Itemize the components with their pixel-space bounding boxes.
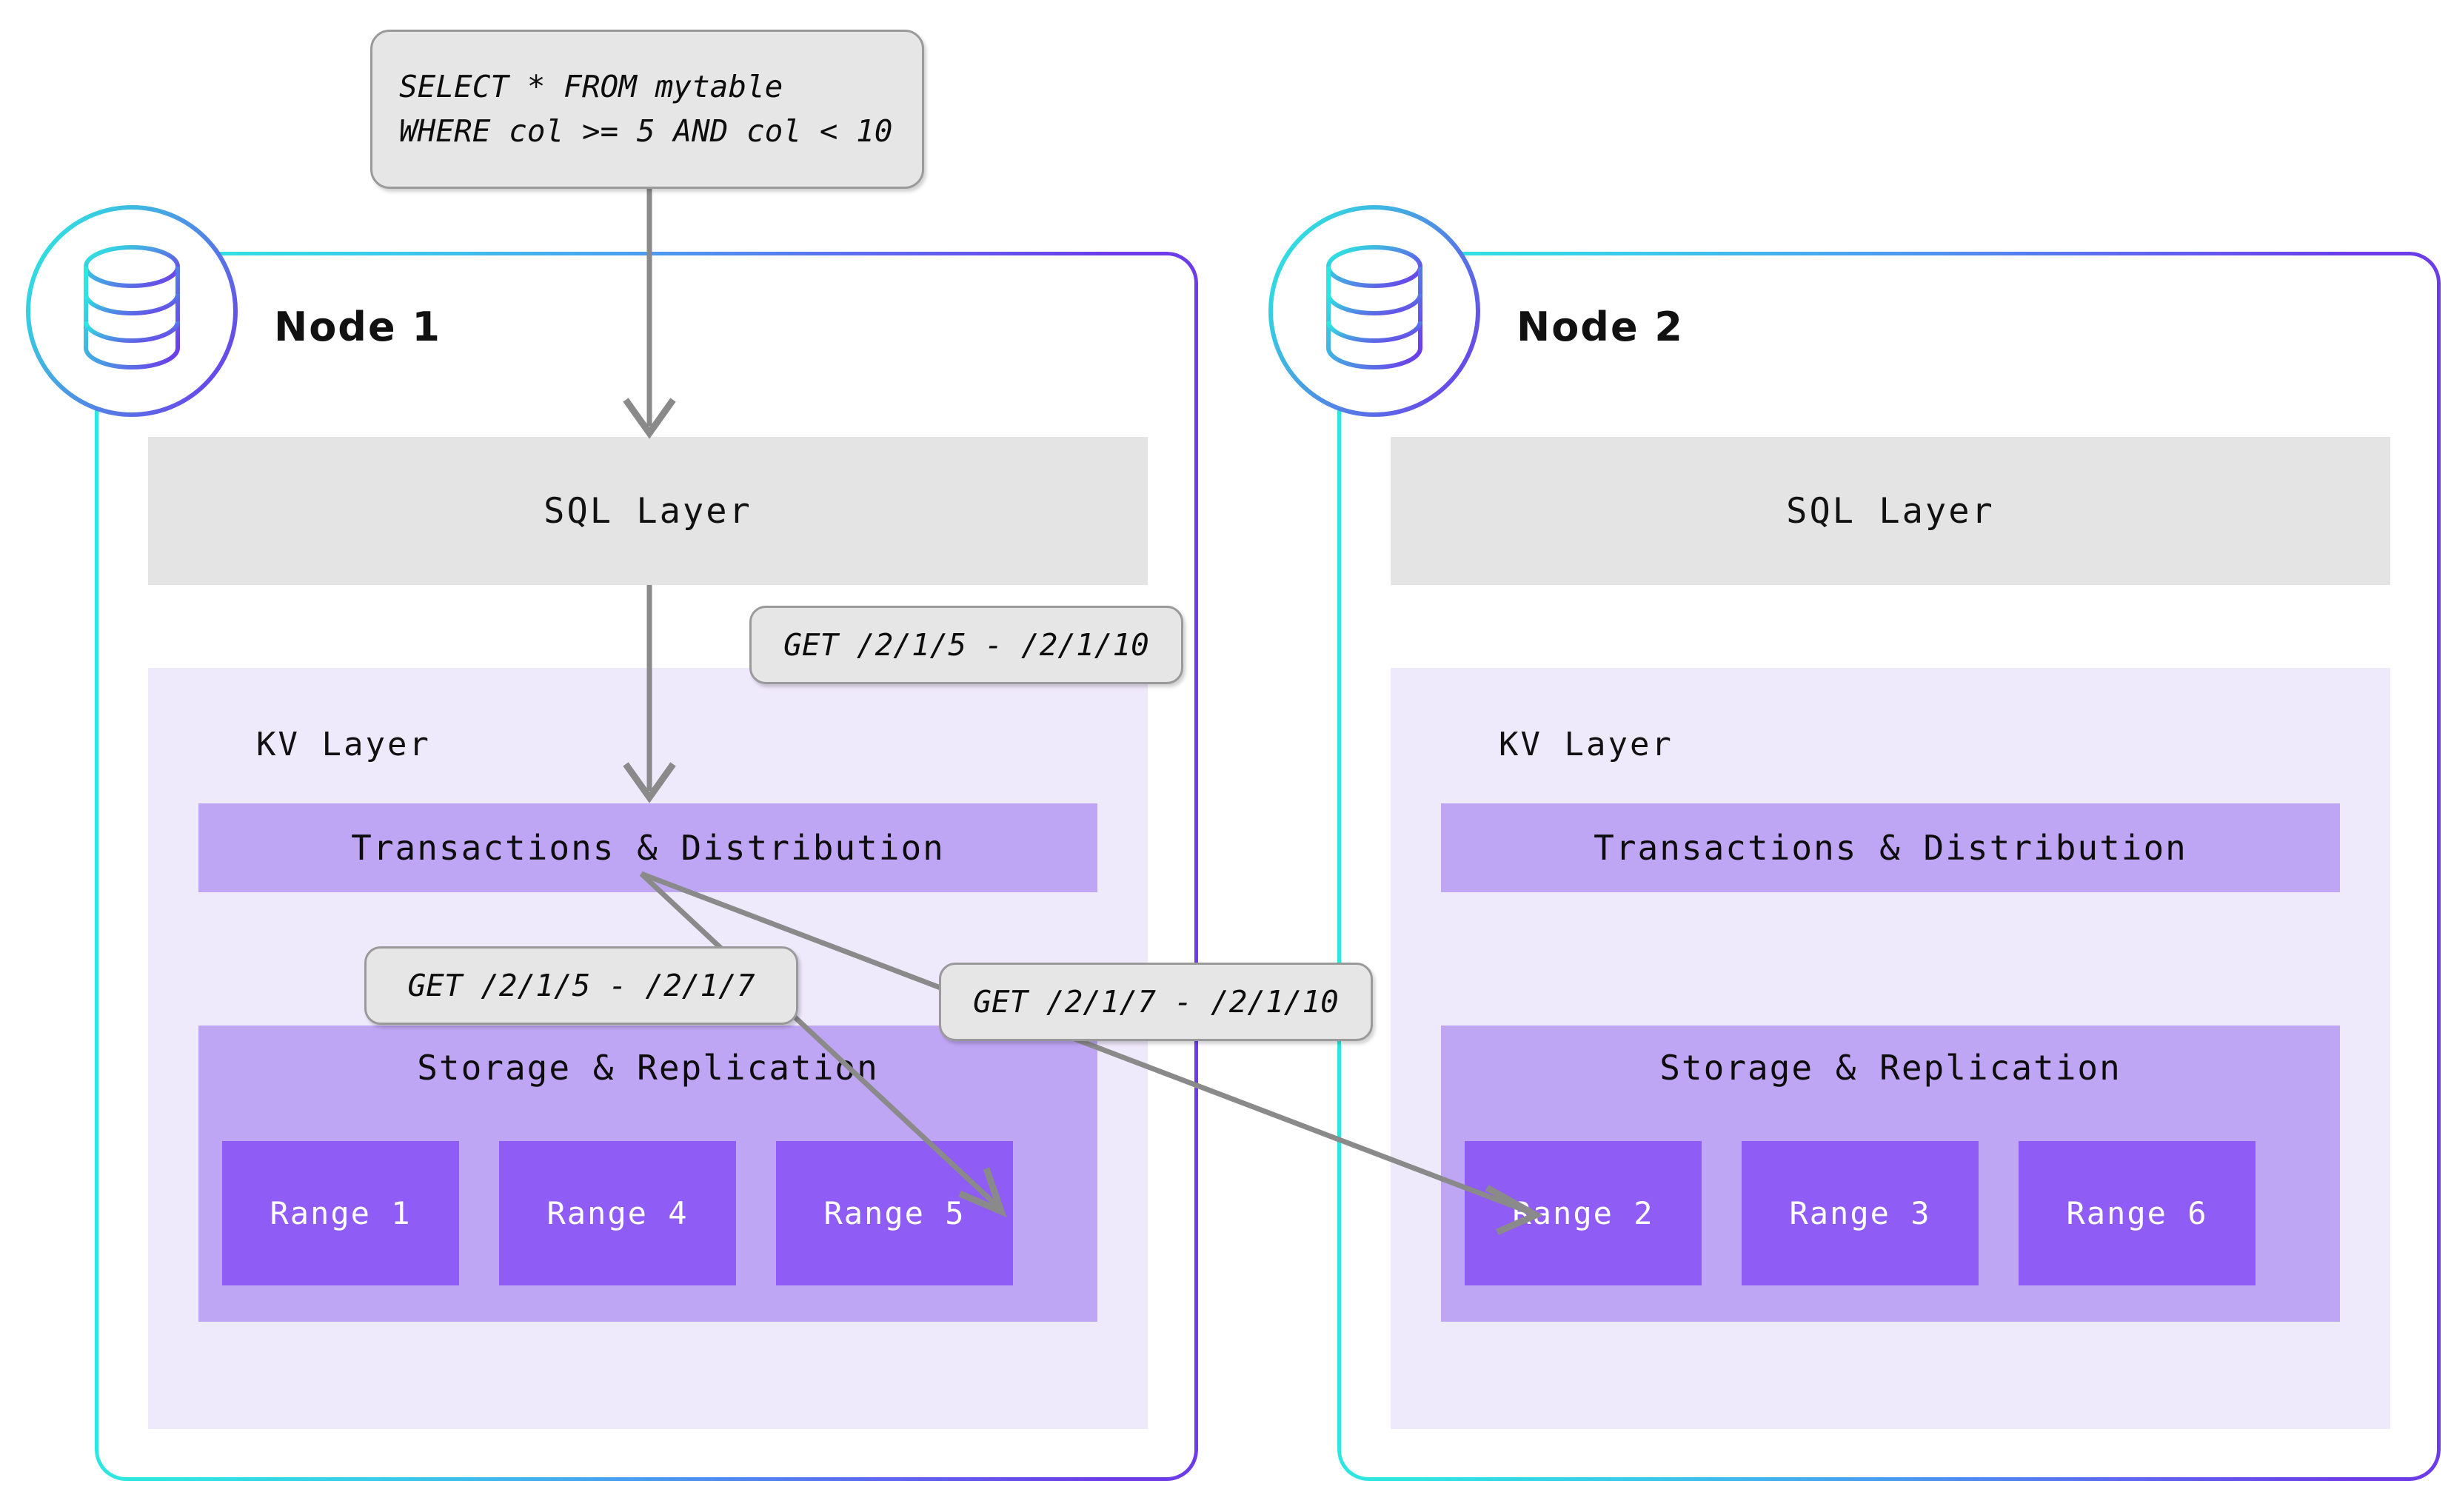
range-tile[interactable]: Range 6 [2019, 1141, 2256, 1285]
node-1-title: Node 1 [274, 304, 441, 350]
node-1-storage-title: Storage & Replication [417, 1048, 879, 1088]
range2-request-callout: GET /2/1/7 - /2/1/10 [939, 963, 1373, 1041]
node-2-range-list: Range 2 Range 3 Range 6 [1441, 1141, 2340, 1285]
node-1-range-list: Range 1 Range 4 Range 5 [198, 1141, 1097, 1285]
node-2-title: Node 2 [1517, 304, 1684, 350]
range-tile[interactable]: Range 2 [1465, 1141, 1702, 1285]
node-1-kv-layer-label: KV Layer [256, 726, 431, 763]
range-tile[interactable]: Range 3 [1742, 1141, 1979, 1285]
range5-request-callout: GET /2/1/5 - /2/1/7 [364, 946, 798, 1025]
node-card-1: SQL Layer KV Layer Transactions & Distri… [95, 252, 1198, 1481]
range-tile[interactable]: Range 5 [776, 1141, 1013, 1285]
node-2-transactions-bar: Transactions & Distribution [1441, 803, 2340, 892]
node-card-2: SQL Layer KV Layer Transactions & Distri… [1337, 252, 2441, 1481]
sql-query-line-2: WHERE col >= 5 AND col < 10 [399, 113, 893, 149]
node-1-transactions-bar: Transactions & Distribution [198, 803, 1097, 892]
node-2-storage-box: Storage & Replication Range 2 Range 3 Ra… [1441, 1026, 2340, 1322]
node-1-sql-layer: SQL Layer [148, 437, 1148, 585]
node-1-storage-box: Storage & Replication Range 1 Range 4 Ra… [198, 1026, 1097, 1322]
node-2-storage-title: Storage & Replication [1659, 1048, 2121, 1088]
range-tile[interactable]: Range 1 [222, 1141, 459, 1285]
sql-query-line-1: SELECT * FROM mytable [399, 69, 783, 105]
range-tile[interactable]: Range 4 [499, 1141, 736, 1285]
node-1-database-icon [22, 201, 241, 421]
node-2-kv-layer-label: KV Layer [1499, 726, 1673, 763]
node-2-database-icon [1265, 201, 1484, 421]
sql-query-box: SELECT * FROM mytable WHERE col >= 5 AND… [370, 30, 924, 189]
node-2-sql-layer: SQL Layer [1391, 437, 2390, 585]
kv-request-callout: GET /2/1/5 - /2/1/10 [749, 606, 1183, 684]
